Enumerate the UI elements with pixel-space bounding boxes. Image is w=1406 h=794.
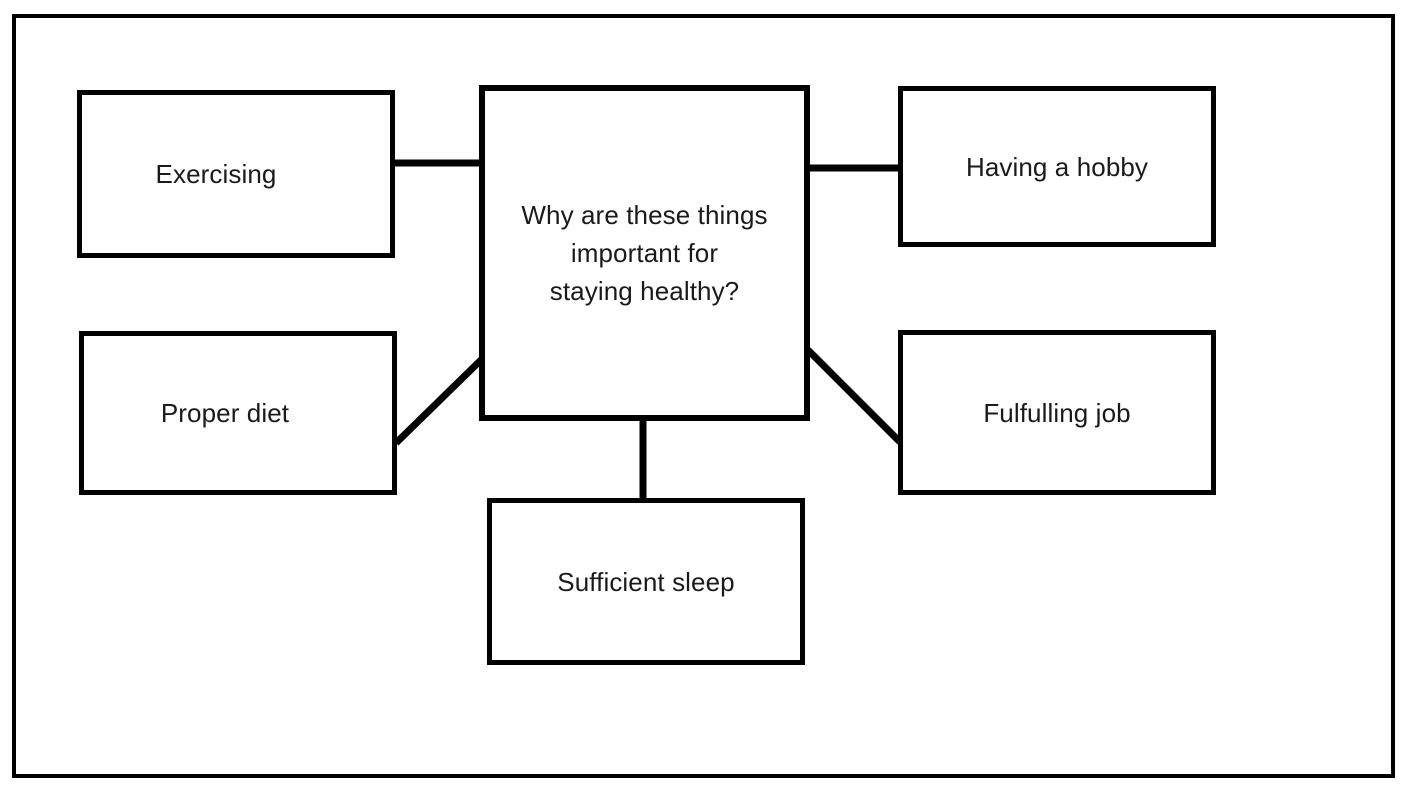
node-sufficient-sleep[interactable]: Sufficient sleep: [487, 498, 805, 665]
node-central-question-label: Why are these things important for stayi…: [521, 200, 768, 306]
page-border-frame: [12, 14, 1395, 778]
node-having-a-hobby[interactable]: Having a hobby: [898, 86, 1216, 247]
node-sufficient-sleep-label: Sufficient sleep: [557, 566, 735, 597]
node-proper-diet-label: Proper diet: [160, 398, 290, 428]
node-central-question[interactable]: Why are these things important for stayi…: [479, 85, 810, 421]
node-having-a-hobby-label: Having a hobby: [965, 151, 1149, 182]
node-exercising-label: Exercising: [155, 159, 277, 189]
node-fulfulling-job[interactable]: Fulfulling job: [898, 330, 1216, 495]
node-exercising[interactable]: Exercising: [77, 90, 395, 258]
node-proper-diet[interactable]: Proper diet: [79, 331, 397, 495]
node-fulfulling-job-label: Fulfulling job: [983, 397, 1131, 428]
